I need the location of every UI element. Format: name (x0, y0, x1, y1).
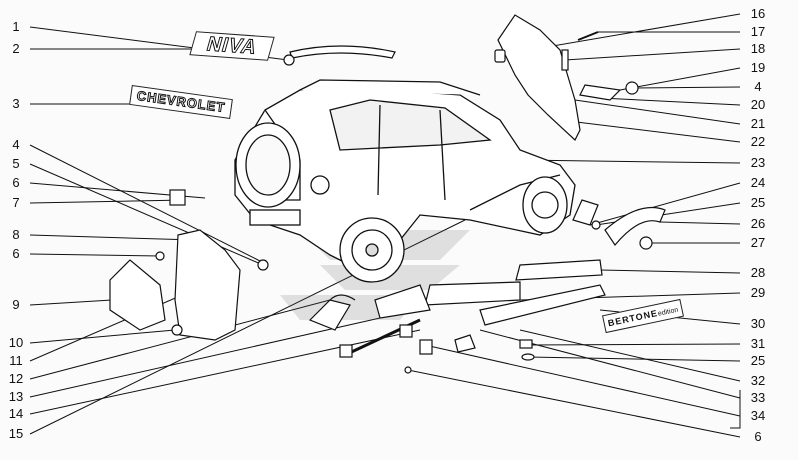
leader-line (519, 329, 741, 382)
callout-number: 13 (8, 389, 24, 404)
leader-line (619, 67, 741, 91)
leader-line (424, 344, 741, 417)
mud-flap-rear (497, 14, 581, 141)
leader-line (564, 48, 741, 61)
leader-line (527, 356, 741, 362)
leader-line (29, 163, 264, 266)
callout-number: 3 (12, 96, 20, 111)
callout-number: 17 (750, 24, 766, 39)
callout-number: 32 (750, 373, 766, 388)
callout-number: 20 (750, 97, 766, 112)
callout-number: 25 (750, 195, 766, 210)
leader-line (29, 199, 186, 204)
callout-number: 26 (750, 216, 766, 231)
leader-line (29, 299, 331, 380)
callout-number: 7 (12, 195, 20, 210)
callout-number: 23 (750, 155, 766, 170)
leader-line (407, 369, 741, 438)
leader-line (599, 97, 741, 106)
bracket (109, 259, 166, 331)
group-bracket (730, 390, 741, 429)
callout-number: 21 (750, 116, 766, 131)
callout-number: 33 (750, 390, 766, 405)
car-body (234, 79, 576, 283)
screw-1 (283, 54, 295, 66)
callout-number: 24 (750, 175, 766, 190)
leader-line (574, 99, 741, 125)
callout-number: 9 (12, 297, 20, 312)
leader-line (29, 317, 381, 398)
leader-line (589, 182, 741, 226)
leader-line (599, 269, 741, 274)
callout-number: 27 (750, 235, 766, 250)
parts (109, 14, 666, 374)
callout-number: 29 (750, 285, 766, 300)
callout-number: 10 (8, 335, 24, 350)
callout-number: 22 (750, 134, 766, 149)
callout-number: 14 (8, 406, 24, 421)
callout-number: 15 (8, 426, 24, 441)
callout-number: 1 (12, 19, 20, 34)
mud-flap-front (174, 229, 241, 341)
leader-line (29, 299, 113, 306)
leader-line (519, 159, 741, 164)
leader-line (29, 144, 263, 263)
callout-number: 6 (12, 246, 20, 261)
callout-number: 34 (750, 408, 766, 423)
callout-number: 19 (750, 60, 766, 75)
leader-line (559, 119, 741, 143)
callout-number: 25 (750, 353, 766, 368)
callout-number: 2 (12, 41, 20, 56)
callout-number: 16 (750, 6, 766, 21)
callout-number: 11 (9, 353, 23, 368)
callout-number: 4 (754, 79, 762, 94)
leader-line (29, 329, 421, 415)
leader-line (479, 329, 741, 399)
leader-line (29, 234, 196, 241)
roof-spoiler (289, 45, 396, 59)
leader-line (29, 253, 161, 257)
callout-number: 4 (12, 137, 20, 152)
callout-number: 6 (754, 429, 762, 444)
callout-number: 6 (12, 175, 20, 190)
leader-line (631, 86, 741, 89)
callout-number: 5 (12, 156, 20, 171)
callout-number: 31 (750, 336, 766, 351)
callout-number: 30 (750, 316, 766, 331)
leader-line (659, 221, 741, 225)
callout-number: 18 (750, 41, 766, 56)
callout-number: 8 (12, 227, 20, 242)
bertone-suffix: edition (657, 306, 679, 318)
callout-number: 28 (750, 265, 766, 280)
callout-number: 12 (8, 371, 24, 386)
leader-line (527, 343, 741, 346)
leader-line (29, 329, 176, 344)
